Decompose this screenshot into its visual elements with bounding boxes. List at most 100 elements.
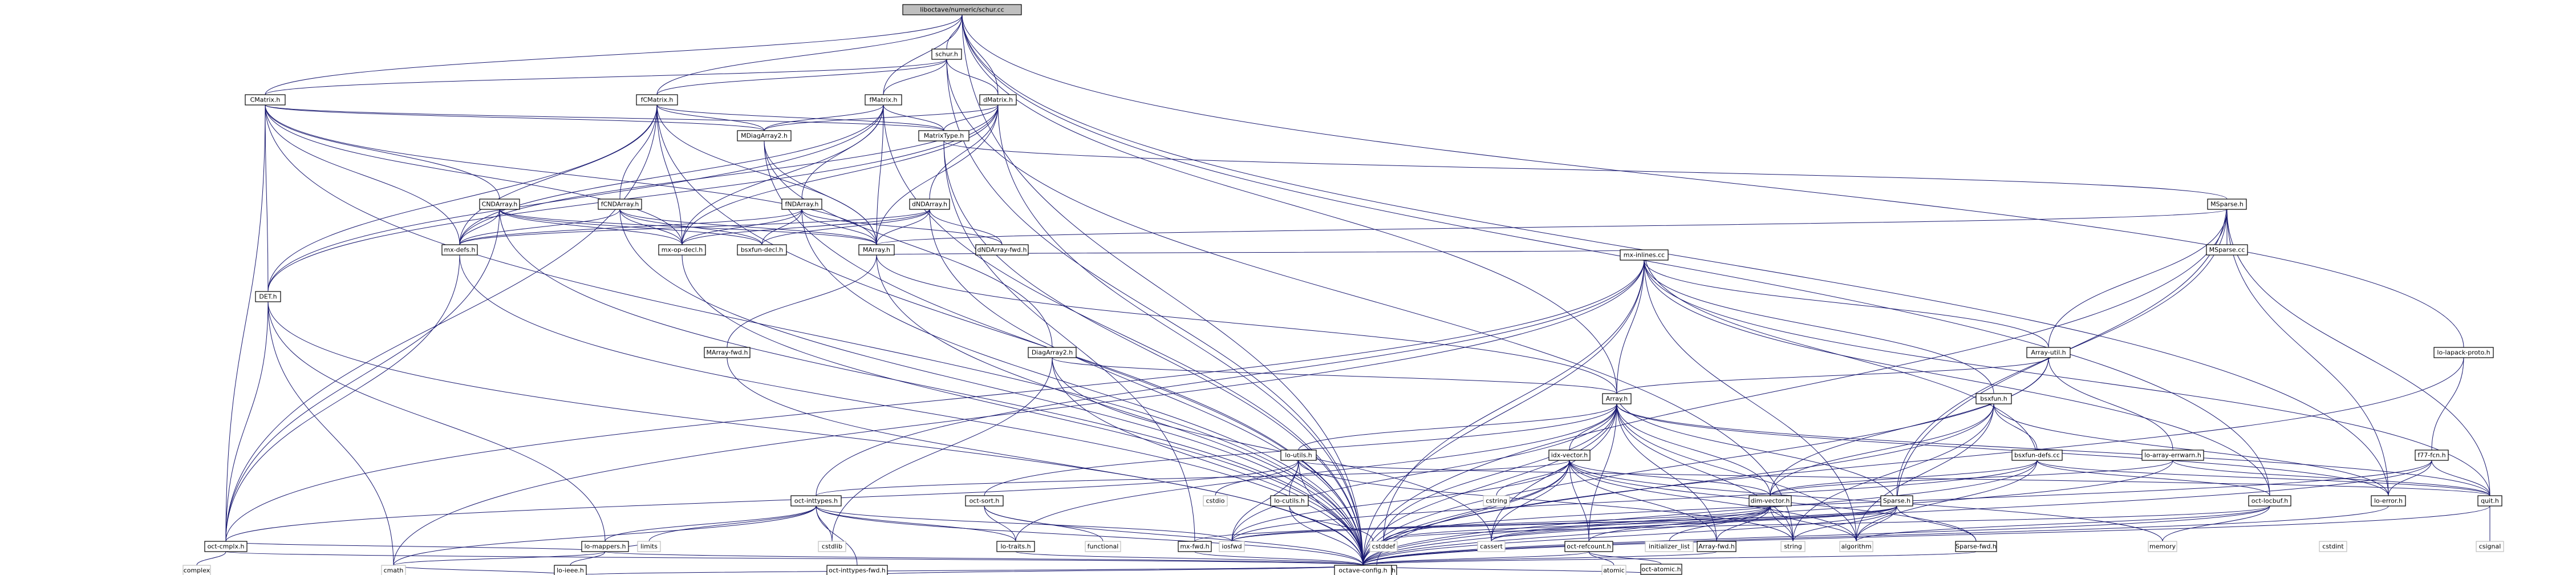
node-string: string [1780, 541, 1806, 552]
node-mx-defs-h[interactable]: mx-defs.h [441, 244, 478, 256]
node-diagarray2-h[interactable]: DiagArray2.h [1028, 347, 1077, 358]
edge-root-to-lo_lapack_proto_h [962, 14, 2464, 348]
node-lo-mappers-h[interactable]: lo-mappers.h [581, 541, 629, 552]
edge-MArray_h-to-octave_config_h [876, 254, 1364, 566]
node-matrixtype-h[interactable]: MatrixType.h [918, 130, 969, 141]
edge-mx_inlines_cc-to-oct_cmplx_h [225, 260, 1645, 542]
node-label: oct-inttypes-fwd.h [829, 567, 886, 574]
edge-oct_locbuf_h-to-octave_config_h [1362, 505, 2270, 566]
node-sparse-fwd-h[interactable]: Sparse-fwd.h [1955, 541, 1997, 552]
node-mx-inlines-cc[interactable]: mx-inlines.cc [1620, 249, 1669, 261]
node-lo-utils-h[interactable]: lo-utils.h [1280, 450, 1317, 461]
edge-oct_refcount_h-to-octave_config_h [1362, 551, 1589, 566]
edge-fCNDArray_h-to-mx_op_decl_h [619, 209, 683, 245]
node-fcmatrix-h[interactable]: fCMatrix.h [636, 94, 678, 106]
node-box [865, 94, 902, 106]
node-label: MSparse.cc [2209, 246, 2245, 254]
node-lo-traits-h[interactable]: lo-traits.h [996, 541, 1035, 552]
node-msparse-cc[interactable]: MSparse.cc [2206, 244, 2248, 256]
node-marray-h[interactable]: MArray.h [858, 244, 895, 256]
edge-DET_h-to-octave_config_h [267, 301, 1364, 566]
node-label: Array.h [1606, 395, 1628, 403]
node-oct-refcount-h[interactable]: oct-refcount.h [1564, 541, 1613, 552]
graph-edges [196, 14, 2490, 575]
node-mx-op-decl-h[interactable]: mx-op-decl.h [658, 244, 706, 256]
node-label: bsxfun-decl.h [741, 246, 783, 254]
node-label: oct-sort.h [969, 497, 1000, 505]
edge-CMatrix_h-to-mx_defs_h [265, 104, 460, 245]
node-bsxfun-decl-h[interactable]: bsxfun-decl.h [737, 244, 787, 256]
edge-idx_vector_h-to-oct_inttypes_h [816, 460, 1570, 496]
node-schur-h[interactable]: schur.h [931, 48, 962, 60]
edge-bsxfun_defs_cc-to-iosfwd [1231, 460, 2038, 542]
node-fndarray-h[interactable]: fNDArray.h [781, 199, 822, 210]
edge-Sparse_fwd_h-to-octave_config_h [1362, 551, 1977, 566]
node-oct-locbuf-h[interactable]: oct-locbuf.h [2248, 495, 2291, 507]
node-box [204, 541, 248, 552]
node-dndarray-h[interactable]: dNDArray.h [909, 199, 950, 210]
node-array-fwd-h[interactable]: Array-fwd.h [1697, 541, 1737, 552]
edge-CMatrix_h-to-oct_cmplx_h [225, 104, 266, 542]
node-msparse-h[interactable]: MSparse.h [2207, 199, 2247, 210]
edge-Sparse_h-to-Sparse_fwd_h [1896, 505, 1977, 542]
node-lo-error-h[interactable]: lo-error.h [2371, 495, 2406, 507]
node-cmatrix-h[interactable]: CMatrix.h [245, 94, 286, 106]
node-sparse-h[interactable]: Sparse.h [1880, 495, 1913, 507]
edge-dim_vector_h-to-Array_fwd_h [1716, 505, 1771, 542]
node-mx-fwd-h[interactable]: mx-fwd.h [1178, 541, 1212, 552]
node-mdiagarray2-h[interactable]: MDiagArray2.h [737, 130, 792, 141]
edge-Array_h-to-algorithm [1616, 403, 1857, 542]
node-lo-ieee-h[interactable]: lo-ieee.h [554, 565, 587, 575]
edge-DET_h-to-cmath [267, 301, 394, 566]
node-oct-cmplx-h[interactable]: oct-cmplx.h [204, 541, 248, 552]
node-oct-sort-h[interactable]: oct-sort.h [965, 495, 1004, 507]
node-lo-array-errwarn-h[interactable]: lo-array-errwarn.h [2141, 450, 2204, 461]
node-cndarray-h[interactable]: CNDArray.h [479, 199, 520, 210]
node-bsxfun-h[interactable]: bsxfun.h [1975, 393, 2012, 404]
node-box [1548, 450, 1591, 461]
node-box [2371, 495, 2406, 507]
node-fcndarray-h[interactable]: fCNDArray.h [598, 199, 642, 210]
node-liboctave-numeric-schur-cc[interactable]: liboctave/numeric/schur.cc [902, 4, 1022, 15]
edge-bsxfun_defs_cc-to-algorithm [1856, 460, 2038, 542]
node-label: lo-lapack-proto.h [2437, 349, 2490, 357]
node-f77-fcn-h[interactable]: f77-fcn.h [2415, 450, 2449, 461]
edge-root-to-schur_h [946, 14, 963, 50]
node-lo-lapack-proto-h[interactable]: lo-lapack-proto.h [2433, 347, 2494, 358]
edge-schur_h-to-octave_config_h [946, 59, 1364, 566]
node-label: oct-atomic.h [1641, 566, 1681, 573]
node-bsxfun-defs-cc[interactable]: bsxfun-defs.cc [2011, 450, 2063, 461]
edge-Sparse_h-to-cstddef [1383, 505, 1897, 542]
node-dndarray-fwd-h[interactable]: dNDArray-fwd.h [975, 244, 1029, 256]
node-label: lo-cutils.h [1274, 497, 1305, 505]
node-marray-fwd-h[interactable]: MArray-fwd.h [704, 347, 751, 358]
edge-Array_h-to-idx_vector_h [1569, 403, 1617, 451]
edge-MArray_h-to-MArray_fwd_h [727, 254, 877, 348]
node-box [1219, 541, 1245, 552]
edge-idx_vector_h-to-dim_vector_h [1569, 460, 1771, 496]
node-dim-vector-h[interactable]: dim-vector.h [1749, 495, 1792, 507]
node-oct-inttypes-fwd-h[interactable]: oct-inttypes-fwd.h [826, 565, 888, 575]
edge-oct_inttypes_fwd_h-to-octave_config_h [858, 565, 1364, 575]
edge-mx_inlines_cc-to-oct_inttypes_h [816, 260, 1645, 496]
edge-CMatrix_h-to-MDiagArray2_h [265, 104, 765, 131]
node-octave-config-h[interactable]: octave-config.h [1334, 565, 1392, 575]
node-det-h[interactable]: DET.h [255, 291, 281, 302]
edge-fMatrix_h-to-MArray_h [876, 104, 884, 245]
node-oct-atomic-h[interactable]: oct-atomic.h [1640, 564, 1682, 575]
node-label: liboctave/numeric/schur.cc [920, 6, 1004, 14]
node-dmatrix-h[interactable]: dMatrix.h [979, 94, 1017, 106]
node-array-h[interactable]: Array.h [1602, 393, 1632, 404]
edge-MSparse_h-to-lo_error_h [2226, 209, 2389, 496]
edge-CMatrix_h-to-CNDArray_h [265, 104, 500, 200]
node-lo-cutils-h[interactable]: lo-cutils.h [1270, 495, 1309, 507]
node-array-util-h[interactable]: Array-util.h [2026, 347, 2071, 358]
node-idx-vector-h[interactable]: idx-vector.h [1548, 450, 1591, 461]
edge-DET_h-to-lo_mappers_h [267, 301, 606, 542]
edge-bsxfun_defs_cc-to-oct_locbuf_h [2037, 460, 2270, 496]
node-oct-inttypes-h[interactable]: oct-inttypes.h [790, 495, 842, 507]
edge-dMatrix_h-to-MatrixType_h [943, 104, 999, 131]
node-fmatrix-h[interactable]: fMatrix.h [865, 94, 902, 106]
node-quit-h[interactable]: quit.h [2477, 495, 2502, 507]
node-label: lo-error.h [2374, 497, 2403, 505]
